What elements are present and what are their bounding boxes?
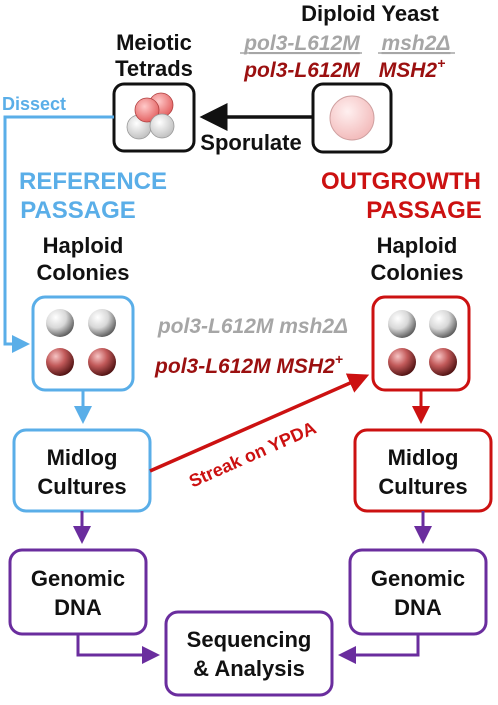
outgrowth-haploid-line1: Haploid [377, 233, 458, 258]
diploid-genotype-gray-msh2: msh2Δ [382, 32, 451, 55]
outgrowth-midlog-line1: Midlog [388, 445, 459, 470]
reference-genomic-line2: DNA [54, 595, 102, 620]
reference-midlog-line1: Midlog [47, 445, 118, 470]
diploid-title: Diploid Yeast [301, 1, 439, 26]
reference-genomic-box [8, 548, 148, 636]
sequencing-box [164, 610, 334, 697]
reference-colonies-icon [46, 309, 116, 376]
reference-haploid-line2: Colonies [37, 260, 130, 285]
sequencing-line2: & Analysis [193, 656, 305, 681]
reference-genomic-line1: Genomic [31, 566, 125, 591]
reference-haploid-box [31, 295, 135, 392]
dissect-arrow [3, 115, 114, 353]
reference-title-line1: REFERENCE [19, 168, 167, 195]
diploid-genotype-red-pol3: pol3-L612M [243, 59, 360, 82]
reference-genomic-to-sequencing-arrow [76, 634, 160, 664]
outgrowth-haploid-line2: Colonies [371, 260, 464, 285]
tetrad-spores-icon [126, 92, 175, 140]
streak-label: Streak on YPDA [186, 418, 319, 492]
outgrowth-haploid-box [371, 295, 471, 392]
sequencing-line1: Sequencing [187, 627, 312, 652]
diploid-genotype-red-msh2: MSH2+ [379, 55, 446, 82]
outgrowth-genomic-line2: DNA [394, 595, 442, 620]
reference-title-line2: PASSAGE [20, 197, 136, 224]
sporulate-label: Sporulate [200, 130, 301, 155]
outgrowth-midlog-line2: Cultures [378, 474, 467, 499]
streak-arrow [149, 373, 370, 473]
genotype-gray-label: pol3-L612M msh2Δ [157, 315, 348, 338]
outgrowth-genomic-to-sequencing-arrow [338, 634, 420, 664]
outgrowth-colonies-icon [388, 310, 457, 376]
reference-midlog-line2: Cultures [37, 474, 126, 499]
genotype-red-label: pol3-L612M MSH2+ [154, 351, 343, 378]
diploid-cell-icon [329, 95, 375, 141]
diploid-genotype-gray-pol3: pol3-L612M [243, 32, 360, 55]
meiotic-label-line2: Tetrads [115, 56, 193, 81]
outgrowth-genomic-box [348, 548, 488, 636]
reference-haploid-line1: Haploid [43, 233, 124, 258]
dissect-label: Dissect [2, 94, 66, 114]
outgrowth-genomic-line1: Genomic [371, 566, 465, 591]
outgrowth-title-line1: OUTGROWTH [321, 168, 481, 195]
outgrowth-title-line2: PASSAGE [366, 197, 482, 224]
meiotic-label-line1: Meiotic [116, 30, 192, 55]
